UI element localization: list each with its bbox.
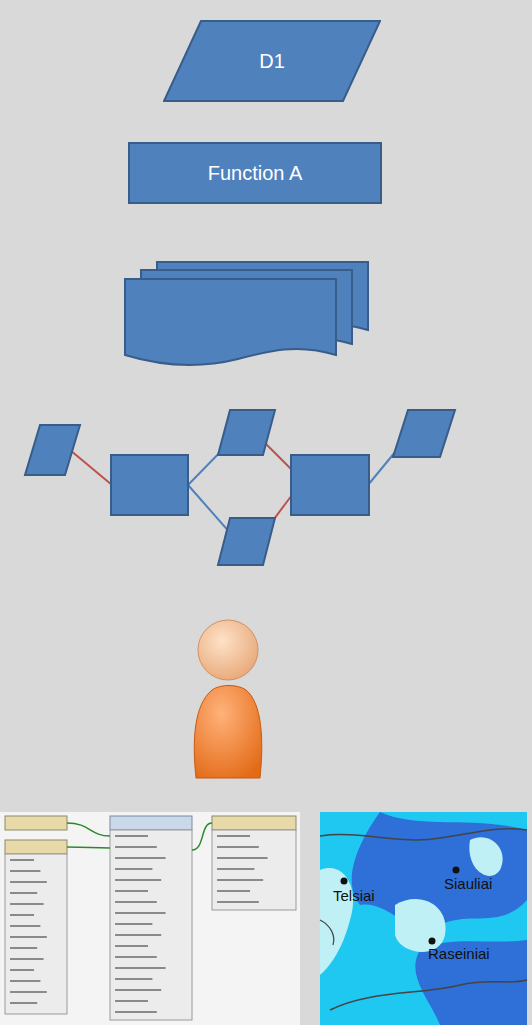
attribute-rows <box>10 836 268 1012</box>
node-text: D1 <box>259 50 285 73</box>
connection-line <box>192 823 212 850</box>
node-text: Function A <box>208 162 303 185</box>
attribute-row <box>10 892 37 894</box>
attribute-row <box>115 868 152 870</box>
boundary-line <box>330 980 527 1010</box>
data-parallelogram <box>393 410 455 457</box>
town-dot <box>341 878 348 885</box>
attribute-row <box>10 903 44 905</box>
data-parallelogram <box>25 425 80 475</box>
attribute-row <box>115 1011 157 1013</box>
map-region <box>395 899 446 952</box>
data-parallelogram <box>218 518 275 565</box>
attribute-row <box>10 1002 37 1004</box>
connection-line <box>67 823 110 836</box>
attribute-row <box>10 958 44 960</box>
attribute-row <box>115 956 157 958</box>
data-parallelogram <box>218 410 275 455</box>
town-dot <box>429 938 436 945</box>
map-image <box>320 812 527 1025</box>
attribute-row <box>115 923 152 925</box>
town-dot <box>453 867 460 874</box>
attribute-row <box>115 989 161 991</box>
workbench-screenshot <box>0 812 300 1025</box>
attribute-row <box>217 868 254 870</box>
red-link <box>70 450 112 485</box>
map-region <box>469 837 502 876</box>
data-parallelogram: D1 <box>163 20 381 102</box>
attribute-row <box>115 857 166 859</box>
attribute-row <box>10 980 40 982</box>
map-place-name: Telsiai <box>333 888 375 903</box>
multi-document-symbol <box>125 262 368 365</box>
attribute-row <box>217 879 263 881</box>
person-icon <box>194 620 262 778</box>
reader-header <box>5 840 67 854</box>
person-head <box>198 620 258 680</box>
map-ground <box>320 812 527 1025</box>
reader-header <box>5 816 67 830</box>
transformer-header <box>110 816 192 830</box>
document-sheet <box>125 279 336 365</box>
attribute-row <box>115 967 166 969</box>
map-region <box>320 868 353 975</box>
attribute-list <box>212 830 296 910</box>
attribute-row <box>10 870 40 872</box>
parallelogram-shape <box>164 21 380 101</box>
attribute-row <box>10 947 37 949</box>
attribute-row <box>115 945 148 947</box>
boundary-line <box>320 829 527 840</box>
blue-link <box>188 485 232 535</box>
attribute-list <box>110 830 192 1020</box>
attribute-row <box>115 901 157 903</box>
writer-header <box>212 816 296 830</box>
attribute-row <box>115 879 161 881</box>
person-body <box>194 686 262 779</box>
map-place-name: Siauliai <box>444 876 492 891</box>
connection-line <box>67 847 110 848</box>
attribute-row <box>217 835 250 837</box>
attribute-row <box>10 991 47 993</box>
screenshot-ground <box>0 812 300 1025</box>
attribute-row <box>115 835 148 837</box>
attribute-row <box>115 846 157 848</box>
attribute-row <box>10 859 34 861</box>
attribute-row <box>10 936 47 938</box>
attribute-row <box>10 914 34 916</box>
attribute-row <box>115 1000 148 1002</box>
process-network-symbol <box>25 410 455 565</box>
map-place-name: Raseiniai <box>428 946 490 961</box>
attribute-row <box>115 934 161 936</box>
attribute-list <box>5 854 67 1014</box>
attribute-row <box>217 901 259 903</box>
process-rect <box>111 455 188 515</box>
attribute-row <box>10 925 40 927</box>
attribute-row <box>10 881 47 883</box>
attribute-row <box>115 978 152 980</box>
attribute-row <box>217 846 259 848</box>
attribute-row <box>115 912 166 914</box>
attribute-row <box>10 969 34 971</box>
attribute-row <box>115 890 148 892</box>
process-rect <box>291 455 369 515</box>
process-box: Function A <box>128 142 382 204</box>
attribute-row <box>217 857 268 859</box>
attribute-row <box>217 890 250 892</box>
boundary-line <box>320 920 334 945</box>
